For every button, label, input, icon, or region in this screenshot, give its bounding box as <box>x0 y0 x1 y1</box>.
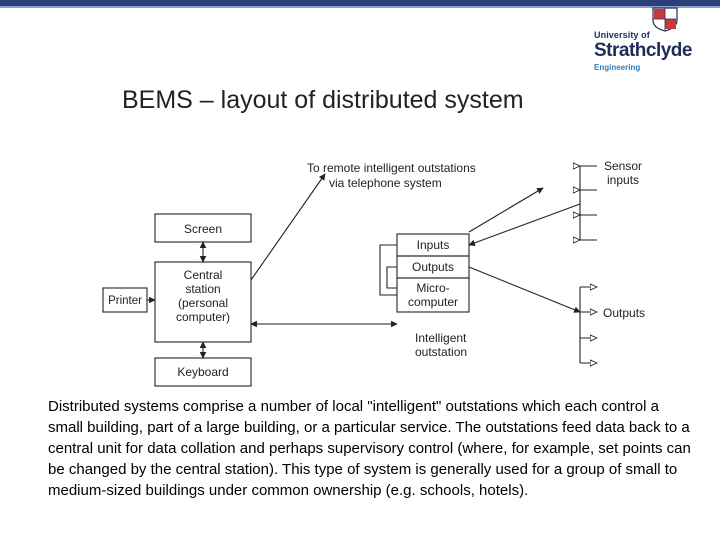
top-accent-bar <box>0 0 720 6</box>
micro-label-1: Micro- <box>416 281 449 295</box>
sensor-label-2: inputs <box>607 173 639 187</box>
central-label-2: station <box>185 282 220 296</box>
crest-icon <box>652 7 678 32</box>
intelligent-label-1: Intelligent <box>415 331 467 345</box>
outputs-right-label: Outputs <box>603 306 645 320</box>
top-accent-stripe <box>0 6 720 8</box>
central-label-4: computer) <box>176 310 230 324</box>
micro-label-2: computer <box>408 295 458 309</box>
printer-label: Printer <box>108 295 142 307</box>
keyboard-label: Keyboard <box>177 365 228 379</box>
remote-label-2: via telephone system <box>329 176 442 190</box>
central-label-3: (personal <box>178 296 228 310</box>
university-logo: University of Strathclyde Engineering <box>580 6 712 76</box>
outputs-box-label: Outputs <box>412 260 454 274</box>
body-paragraph: Distributed systems comprise a number of… <box>48 398 691 499</box>
logo-line-1: University of <box>594 30 650 40</box>
inputs-label: Inputs <box>417 238 450 252</box>
screen-label: Screen <box>184 222 222 236</box>
logo-line-3: Engineering <box>594 63 641 72</box>
slide-title: BEMS – layout of distributed system <box>122 86 524 114</box>
distributed-system-diagram: To remote intelligent outstations via te… <box>102 159 645 387</box>
logo-line-2: Strathclyde <box>594 40 692 61</box>
remote-label-1: To remote intelligent outstations <box>307 161 476 175</box>
sensor-label-1: Sensor <box>604 159 642 173</box>
intelligent-label-2: outstation <box>415 345 467 359</box>
central-label-1: Central <box>184 268 223 282</box>
